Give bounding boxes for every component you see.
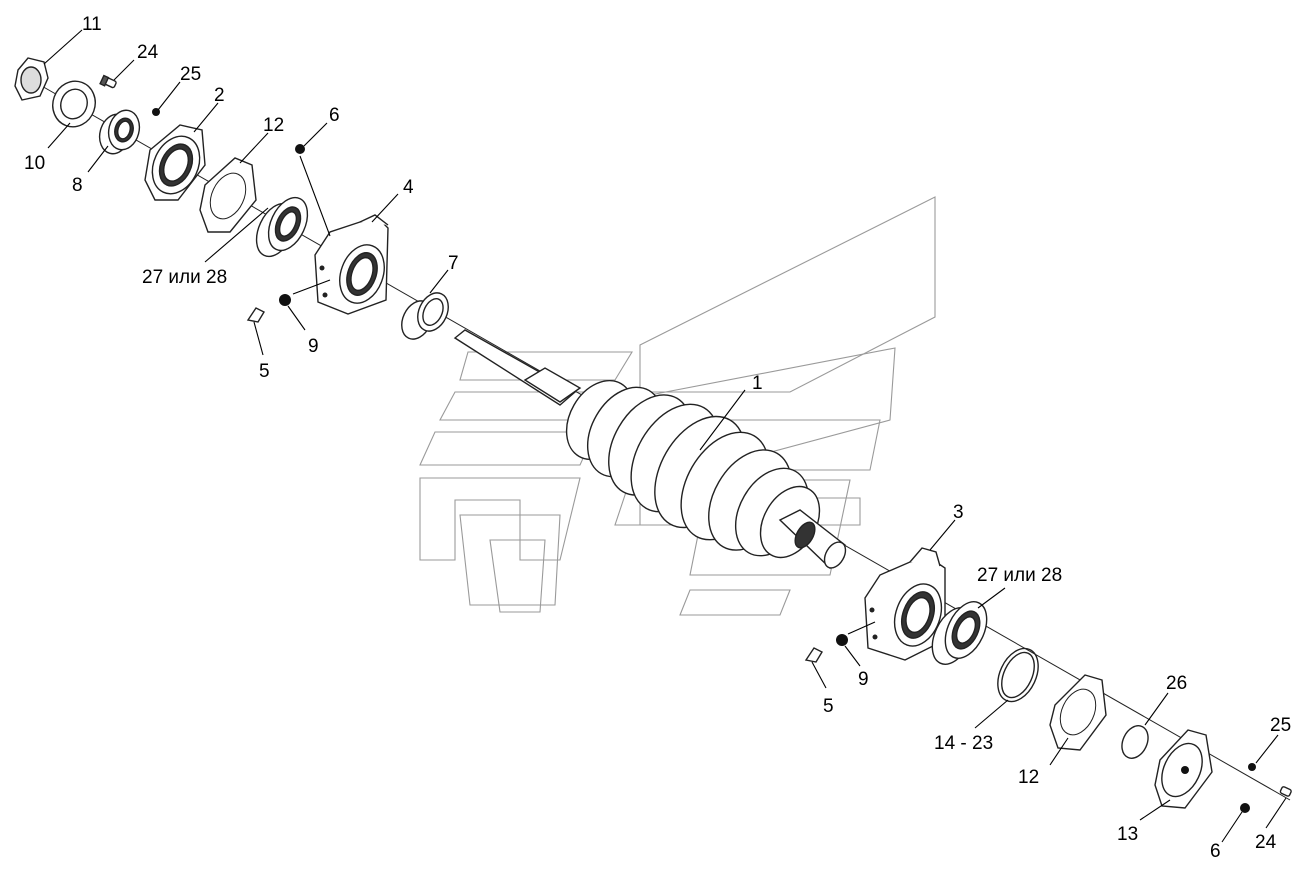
label-1: 1 (752, 373, 763, 394)
part-8-bearing (98, 109, 141, 155)
part-6-plug-bottom (1240, 803, 1250, 813)
label-2: 2 (214, 85, 225, 106)
label-11: 11 (82, 14, 102, 35)
label-8: 8 (72, 175, 83, 196)
label-12-bottom: 12 (1018, 767, 1039, 788)
callout-labels: 11 24 25 2 12 6 4 7 10 8 27 или 28 5 9 1… (24, 14, 1291, 862)
part-9-nipple-top (279, 294, 291, 306)
label-27-28-bottom: 27 или 28 (977, 565, 1062, 586)
part-25-washer-bottom (1248, 763, 1256, 771)
part-4-housing (314, 214, 389, 315)
label-5-bottom: 5 (823, 696, 834, 717)
label-6-top: 6 (329, 105, 340, 126)
part-1-screw-shaft (453, 329, 847, 570)
part-12-gasket-top (199, 157, 257, 233)
part-12-gasket-bottom (1049, 674, 1107, 751)
label-14-23: 14 - 23 (934, 733, 993, 754)
part-27-28-bearing-bottom (931, 601, 988, 665)
label-9-bottom: 9 (858, 669, 869, 690)
part-14-23-shim (997, 647, 1039, 703)
label-3: 3 (953, 502, 964, 523)
part-2-flange (144, 124, 206, 201)
part-26-o-ring (1121, 725, 1149, 759)
part-5-clip-bottom (804, 647, 823, 663)
part-3-housing (864, 547, 946, 661)
label-6-bottom: 6 (1210, 841, 1221, 862)
label-12-top: 12 (263, 115, 284, 136)
label-5-top: 5 (259, 361, 270, 382)
label-9-top: 9 (308, 336, 319, 357)
label-10: 10 (24, 153, 45, 174)
label-25-bottom: 25 (1270, 715, 1291, 736)
label-7: 7 (448, 253, 459, 274)
part-6-plug-top (295, 144, 305, 154)
part-13-end-cover (1154, 729, 1213, 809)
label-25-top: 25 (180, 64, 201, 85)
part-10-washer (52, 80, 96, 128)
label-26: 26 (1166, 673, 1187, 694)
part-9-nipple-bottom (836, 634, 848, 646)
part-7-seal (401, 292, 449, 340)
part-24-screw-bottom (1279, 786, 1292, 797)
label-24-bottom: 24 (1255, 832, 1277, 853)
part-27-28-bearing-top (255, 196, 309, 258)
leader-lines (43, 29, 1287, 843)
label-24-top: 24 (137, 42, 159, 63)
label-13: 13 (1117, 824, 1138, 845)
label-27-28-top: 27 или 28 (142, 267, 227, 288)
part-5-clip-top (246, 307, 265, 323)
part-24-screw-top (99, 74, 117, 89)
part-11-nut (14, 57, 49, 101)
label-4: 4 (403, 177, 414, 198)
